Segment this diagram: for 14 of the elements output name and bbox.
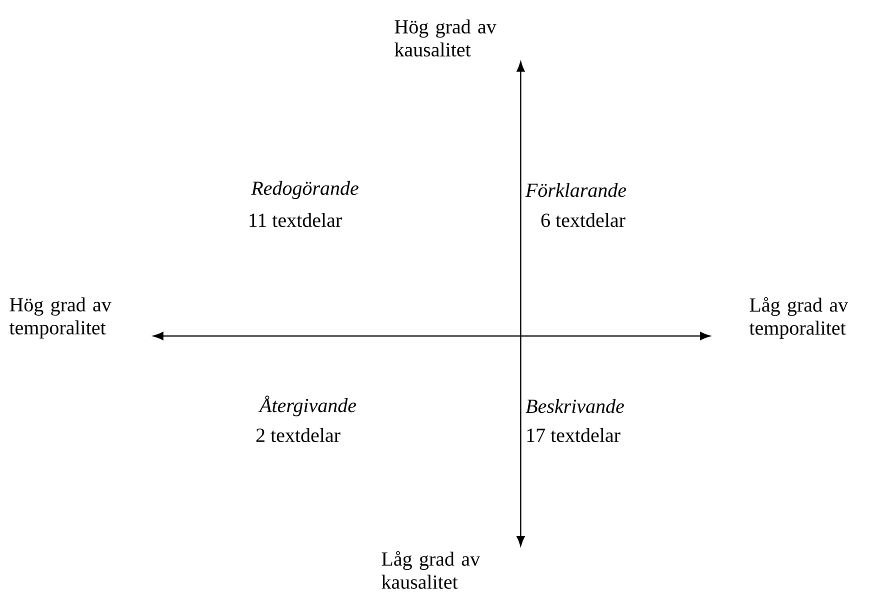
- axis-label: Hög grad av temporalitet: [9, 297, 112, 339]
- quadrant-title: Förklarande: [525, 182, 626, 198]
- axis-label: Låg grad av temporalitet: [749, 297, 848, 339]
- axis-label: Hög grad av kausalitet: [394, 19, 496, 57]
- quadrant-count: 6 textdelar: [541, 212, 626, 228]
- quadrant-title: Återgivande: [258, 396, 356, 416]
- quadrant-title: Beskrivande: [526, 398, 624, 414]
- quadrant-count: 2 textdelar: [256, 428, 340, 442]
- quadrant-count: 11 textdelar: [250, 212, 342, 228]
- quadrant-title: Redogörande: [251, 180, 358, 200]
- axis-arrow: [153, 332, 710, 340]
- axis-label: Låg grad av kausalitet: [382, 551, 480, 589]
- quadrant-count: 17 textdelar: [527, 428, 620, 442]
- axis-arrow: [516, 62, 525, 546]
